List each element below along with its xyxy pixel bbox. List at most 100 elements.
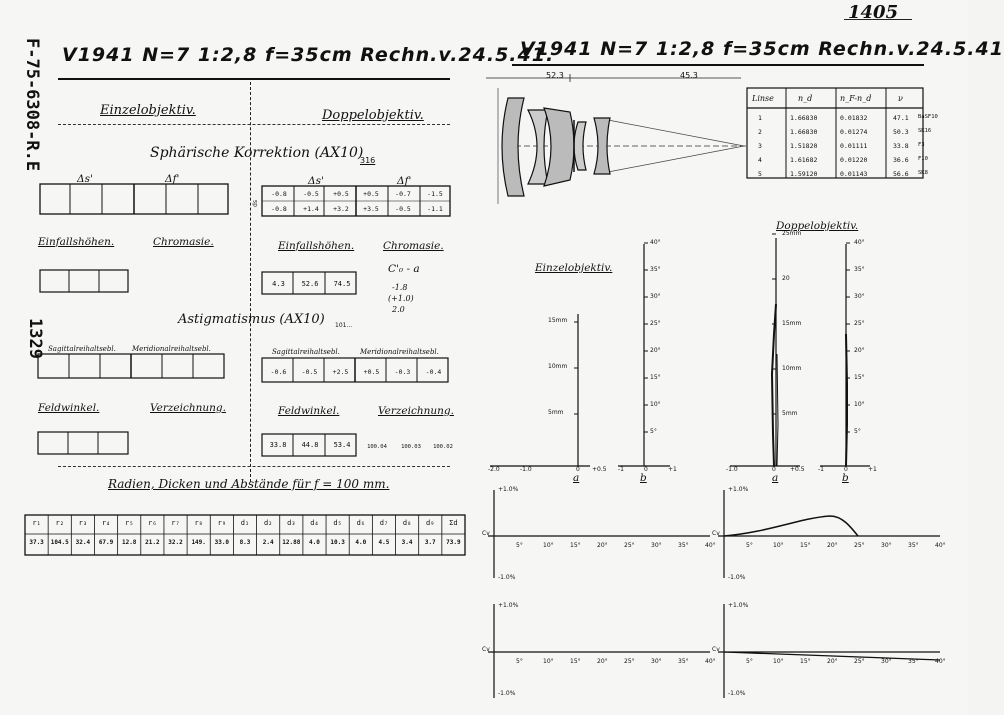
incidence-grid-single [39, 269, 129, 293]
lens-table-cell: 1.66830 [790, 128, 818, 136]
radii-value: 3.7 [424, 539, 436, 546]
astig-val: -0.6 [270, 368, 287, 376]
plot-x-tick: 10° [543, 658, 554, 665]
plot-top-label: +1.0% [728, 486, 749, 493]
deg-tick: 40° [650, 239, 661, 246]
astig-grid-single [37, 353, 225, 379]
axis-value: +1 [668, 466, 677, 473]
deg-tick-double: 15° [854, 374, 865, 381]
deg-tick: 30° [650, 293, 661, 300]
curve-a-label: a [573, 472, 580, 484]
single-objective-label: Einzelobjektiv. [535, 262, 613, 274]
sph-val: -1.1 [427, 205, 443, 213]
radii-header: r₂ [55, 519, 64, 527]
double-objective-label: Doppelobjektiv. [776, 220, 859, 232]
delta-s-label: Δs' [77, 173, 93, 185]
lens-dim-2: 45.3 [680, 71, 698, 80]
field-val: 33.8 [269, 441, 287, 449]
plot-x-tick: 35° [908, 542, 919, 549]
left-title-rule [58, 78, 450, 80]
deg-tick-double: 25° [854, 320, 865, 327]
plot-x-tick: 25° [854, 658, 865, 665]
incidence-val: 4.3 [272, 280, 285, 288]
plot-x-tick: 40° [935, 542, 946, 549]
axis-value: 0 [844, 466, 848, 473]
plot-x-tick: 30° [881, 658, 892, 665]
distortion-label: Verzeichnung. [150, 402, 226, 414]
plot-bottom-label: -1.0% [498, 690, 516, 697]
deg-tick: 35° [650, 266, 661, 273]
sag-label-double: Sagittalreihaltsebl. [272, 348, 340, 356]
margin-code-top: F-75-6308-R.E [22, 38, 42, 172]
radii-value: 149. [191, 539, 206, 546]
mm-tick-double: 15mm [782, 320, 802, 327]
lens-table-cell: 1.61682 [790, 156, 818, 164]
lens-table-cell: 0.01832 [840, 114, 868, 122]
chromasie-v1: -1.8 [392, 283, 408, 292]
radii-value: 2.4 [262, 539, 274, 546]
axis-value: 0 [576, 466, 580, 473]
lens-table-header: n_d [798, 94, 813, 103]
sph-val: +3.5 [363, 205, 379, 213]
lens-table-cell: 1.51820 [790, 142, 818, 150]
plot-x-tick: 10° [773, 542, 784, 549]
deg-tick-double: 30° [854, 293, 865, 300]
plot-x-tick: 25° [624, 658, 635, 665]
chromasie-label-double: Chromasie. [383, 240, 444, 252]
right-title-rule [512, 64, 924, 66]
deg-tick: 20° [650, 347, 661, 354]
astig-val: +0.5 [363, 368, 380, 376]
incidence-label: Einfallshöhen. [38, 236, 115, 248]
col-single-label: Einzelobjektiv. [100, 103, 196, 118]
distortion-val: 100.03 [401, 444, 421, 450]
chromasie-label: Chromasie. [153, 236, 214, 248]
lens-table-cell: 33.8 [893, 142, 909, 150]
radii-header: r₈ [194, 519, 203, 527]
radii-header: r₅ [124, 519, 134, 527]
axis-value: +0.5 [790, 466, 805, 473]
radii-header: d₅ [333, 519, 342, 527]
distortion-label-double: Verzeichnung. [378, 405, 454, 417]
lens-table-cell: 4 [758, 156, 762, 164]
sph-val: +0.5 [363, 190, 379, 198]
deg-tick: 5° [650, 428, 657, 435]
radii-top-rule [58, 466, 450, 467]
radii-value: 3.4 [401, 539, 413, 546]
radii-value: 12.88 [282, 539, 301, 546]
sph-val: +1.4 [303, 205, 319, 213]
lens-table-cell: 56.6 [893, 170, 909, 178]
plot-x-tick: 30° [651, 658, 662, 665]
astig-grid-double [261, 357, 449, 383]
sph-val: -1.5 [427, 190, 443, 198]
astig-val: -0.5 [301, 368, 318, 376]
spherical-ref: 316 [360, 156, 376, 165]
plot-cv-label: Cv [712, 530, 720, 537]
lens-table-cell: 1.66830 [790, 114, 818, 122]
aberration-curves [490, 233, 870, 467]
mer-label-double: Meridionalreihaltsebl. [360, 348, 439, 356]
plot-x-tick: 20° [597, 542, 608, 549]
radii-header: Σd [449, 519, 458, 527]
lens-table-header: Linse [752, 94, 774, 103]
plot-bottom-label: -1.0% [728, 690, 746, 697]
radii-value: 67.9 [98, 539, 114, 546]
radii-header: r₁ [32, 519, 41, 527]
plot-cv-label: Cv [712, 646, 720, 653]
field-val: 44.8 [301, 441, 319, 449]
chromasie-v2: (+1.0) [388, 294, 414, 303]
deg-tick-double: 5° [854, 428, 861, 435]
radii-value: 4.5 [378, 539, 390, 546]
lens-table-cell: 1.59120 [790, 170, 818, 178]
axis-value: -2.0 [488, 466, 500, 473]
sph-val: -0.5 [395, 205, 411, 213]
radii-header: r₃ [78, 519, 88, 527]
lens-table-cell: 0.01143 [840, 170, 868, 178]
radii-header: d₄ [310, 519, 319, 527]
deg-tick-double: 40° [854, 239, 865, 246]
radii-header: r₉ [217, 519, 227, 527]
radii-header: d₂ [263, 519, 273, 527]
delta-f-label-double: Δf' [397, 175, 412, 187]
plot-top-label: +1.0% [498, 486, 519, 493]
sag-label: Sagittalreihaltsebl. [48, 345, 116, 353]
col-double-label: Doppelobjektiv. [322, 108, 424, 123]
